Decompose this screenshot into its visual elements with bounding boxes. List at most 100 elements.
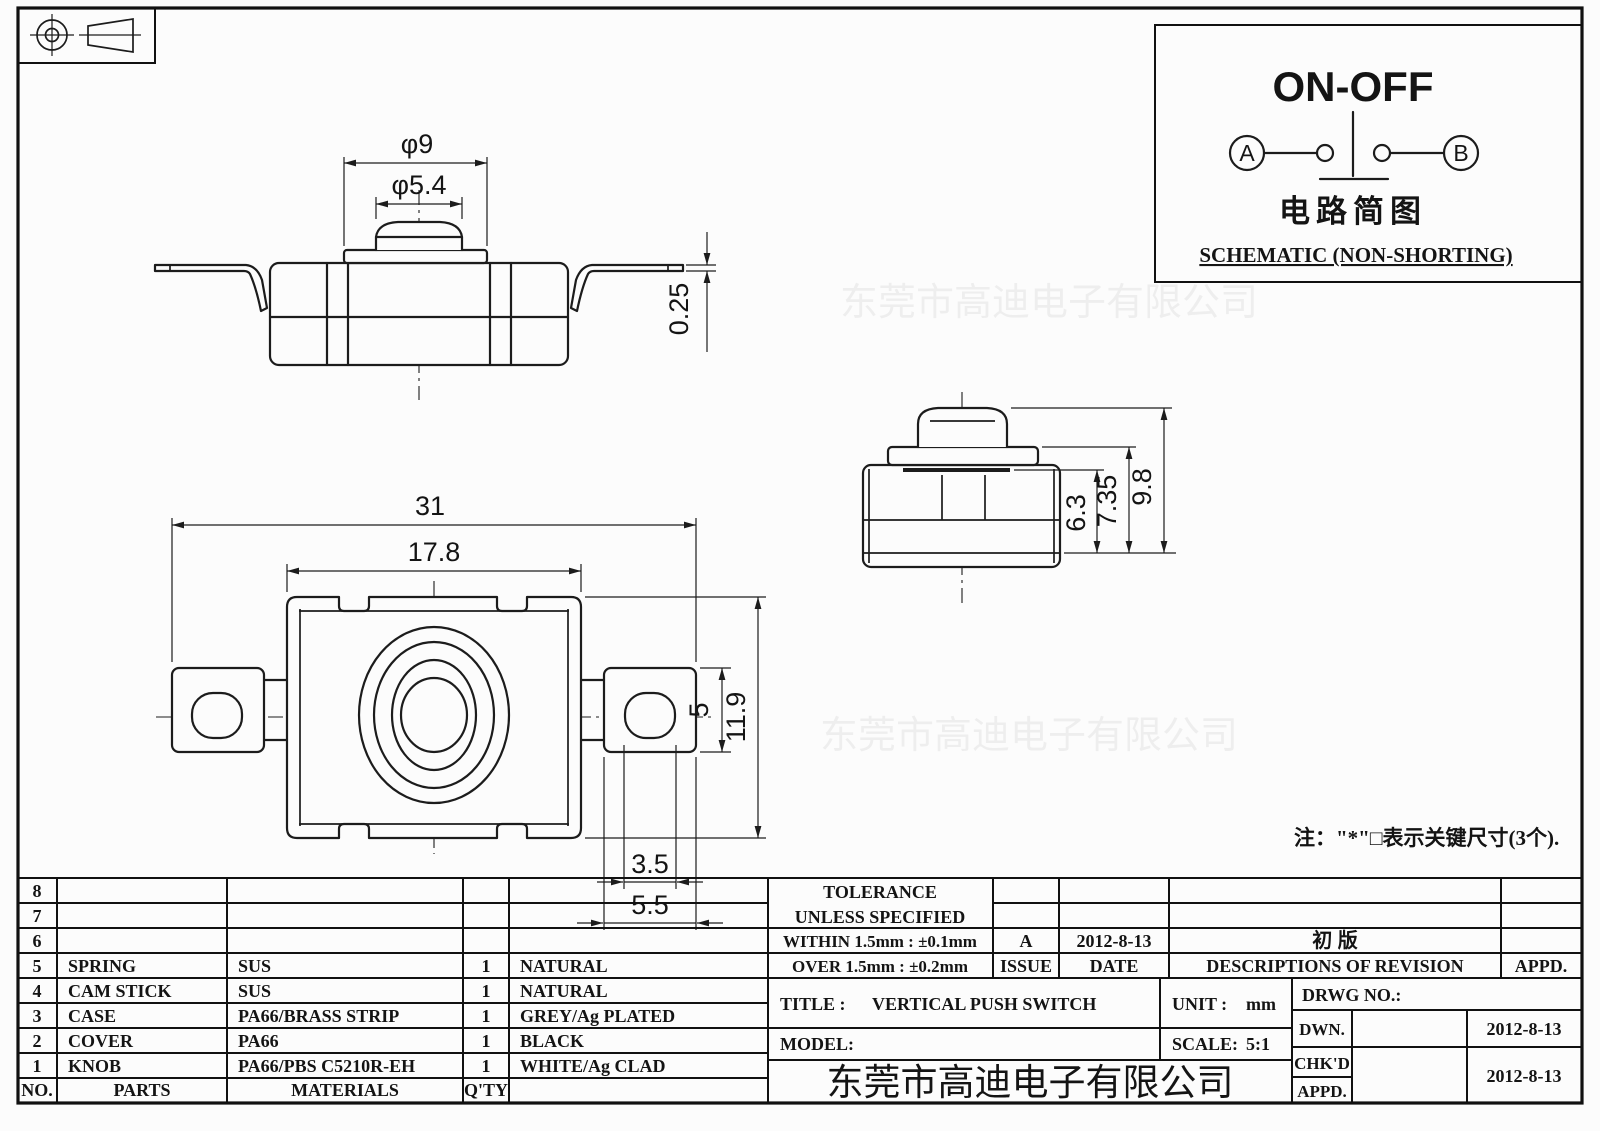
svg-text:11.9: 11.9	[721, 692, 751, 743]
dimension-5: 5	[684, 667, 731, 753]
company-name: 东莞市高迪电子有限公司	[827, 1062, 1234, 1103]
projection-symbol	[18, 8, 156, 64]
switch-body-side	[861, 463, 1062, 569]
right-terminal-hole	[623, 691, 677, 740]
header-parts: PARTS	[113, 1080, 170, 1100]
part-name: SPRING	[68, 956, 136, 976]
tolerance-block: TOLERANCE UNLESS SPECIFIED WITHIN 1.5mm …	[783, 882, 1567, 976]
right-terminal-leg	[569, 263, 685, 313]
part-qty: 1	[482, 981, 491, 1001]
part-finish: BLACK	[520, 1031, 584, 1051]
top-view: 31 17.8 5 11.9 3.5 5.5	[156, 491, 766, 930]
drwg-no-label: DRWG NO.:	[1302, 985, 1401, 1005]
appd-label: APPD.	[1297, 1082, 1347, 1101]
side-view: 6.3 7.35 9.8	[861, 392, 1176, 606]
svg-text:7.35: 7.35	[1092, 475, 1122, 528]
row-no: 5	[33, 956, 42, 976]
unit-value: mm	[1246, 994, 1276, 1014]
drawing-title: VERTICAL PUSH SWITCH	[872, 994, 1096, 1014]
part-material: PA66/PBS C5210R-EH	[238, 1056, 415, 1076]
header-qty: Q'TY	[464, 1080, 508, 1100]
sheet-border	[16, 6, 1584, 1105]
row-no: 2	[33, 1031, 42, 1051]
svg-text:φ9: φ9	[401, 129, 434, 159]
part-finish: GREY/Ag PLATED	[520, 1006, 675, 1026]
switch-body-top	[285, 595, 583, 840]
scale-label: SCALE:	[1172, 1034, 1238, 1054]
part-qty: 1	[482, 1056, 491, 1076]
svg-text:0.25: 0.25	[664, 283, 694, 336]
revision-description: 初 版	[1312, 928, 1358, 952]
button-flange	[342, 248, 489, 265]
row-no: 7	[33, 906, 42, 926]
date-label: DATE	[1090, 956, 1139, 976]
part-material: SUS	[238, 981, 271, 1001]
left-terminal-hole	[190, 691, 244, 740]
dimension-17-8: 17.8	[286, 537, 582, 592]
svg-text:9.8: 9.8	[1127, 468, 1157, 506]
part-qty: 1	[482, 1006, 491, 1026]
svg-text:3.5: 3.5	[631, 849, 669, 879]
part-material: PA66/BRASS STRIP	[238, 1006, 399, 1026]
dwn-date: 2012-8-13	[1487, 1019, 1562, 1039]
watermark-text: 东莞市高迪电子有限公司	[820, 715, 1238, 757]
parts-table: 8 7 6 5 4 3 2 1 NO. SPRING CAM STICK CAS…	[21, 881, 675, 1100]
right-terminal-plate	[602, 666, 698, 754]
issue-value: A	[1020, 931, 1033, 951]
tolerance-within: WITHIN 1.5mm : ±0.1mm	[783, 932, 977, 951]
dimension-7-35: 7.35	[1042, 446, 1136, 553]
title-label: TITLE :	[780, 994, 846, 1014]
svg-text:φ5.4: φ5.4	[391, 170, 446, 200]
dimension-0-25: 0.25	[664, 232, 716, 352]
part-material: SUS	[238, 956, 271, 976]
schematic-title: ON-OFF	[1273, 63, 1434, 110]
row-no: 8	[33, 881, 42, 901]
dimension-phi5-4: φ5.4	[375, 170, 463, 219]
button-rings	[357, 625, 511, 805]
tolerance-subtitle: UNLESS SPECIFIED	[795, 907, 966, 927]
scale-value: 5:1	[1246, 1034, 1270, 1054]
dwn-label: DWN.	[1299, 1020, 1345, 1039]
left-terminal-plate	[170, 666, 266, 754]
dimension-3-5: 3.5	[597, 745, 703, 889]
model-label: MODEL:	[780, 1034, 854, 1054]
svg-text:5.5: 5.5	[631, 890, 669, 920]
header-materials: MATERIALS	[291, 1080, 399, 1100]
schematic-caption-cn: 电路简图	[1279, 194, 1427, 229]
tolerance-over: OVER 1.5mm : ±0.2mm	[792, 957, 968, 976]
part-finish: NATURAL	[520, 981, 608, 1001]
appd-column-label: APPD.	[1515, 956, 1568, 976]
title-block: TITLE : VERTICAL PUSH SWITCH UNIT : mm M…	[780, 985, 1562, 1103]
revision-label: DESCRIPTIONS OF REVISION	[1206, 956, 1463, 976]
unit-label: UNIT :	[1172, 994, 1227, 1014]
svg-text:17.8: 17.8	[408, 537, 461, 567]
dimension-9-8: 9.8	[1011, 407, 1172, 553]
row-no: 4	[33, 981, 42, 1001]
part-finish: WHITE/Ag CLAD	[520, 1056, 666, 1076]
circuit-diagram: A B	[1228, 110, 1480, 181]
terminal-b-label: B	[1453, 140, 1468, 166]
schematic-box: ON-OFF A B 电路简图 SCHEMATIC (NON-SHORTING)	[1154, 24, 1583, 283]
header-no: NO.	[21, 1080, 53, 1100]
part-qty: 1	[482, 1031, 491, 1051]
tolerance-title: TOLERANCE	[823, 882, 937, 902]
dimension-6-3: 6.3	[1014, 469, 1176, 554]
chkd-label: CHK'D	[1294, 1054, 1350, 1073]
part-name: CASE	[68, 1006, 116, 1026]
part-material: PA66	[238, 1031, 279, 1051]
part-name: KNOB	[68, 1056, 121, 1076]
part-name: CAM STICK	[68, 981, 172, 1001]
front-view: φ5.4 φ9 0.25	[153, 129, 716, 400]
part-name: COVER	[68, 1031, 134, 1051]
dimension-phi9: φ9	[343, 129, 488, 246]
revision-date: 2012-8-13	[1077, 931, 1152, 951]
chkd-date: 2012-8-13	[1487, 1066, 1562, 1086]
svg-text:5: 5	[684, 702, 714, 717]
part-qty: 1	[482, 956, 491, 976]
table-grid	[18, 877, 1582, 1102]
push-button-side	[916, 406, 1009, 449]
dimension-31: 31	[171, 491, 697, 662]
watermark-text: 东莞市高迪电子有限公司	[840, 282, 1258, 324]
